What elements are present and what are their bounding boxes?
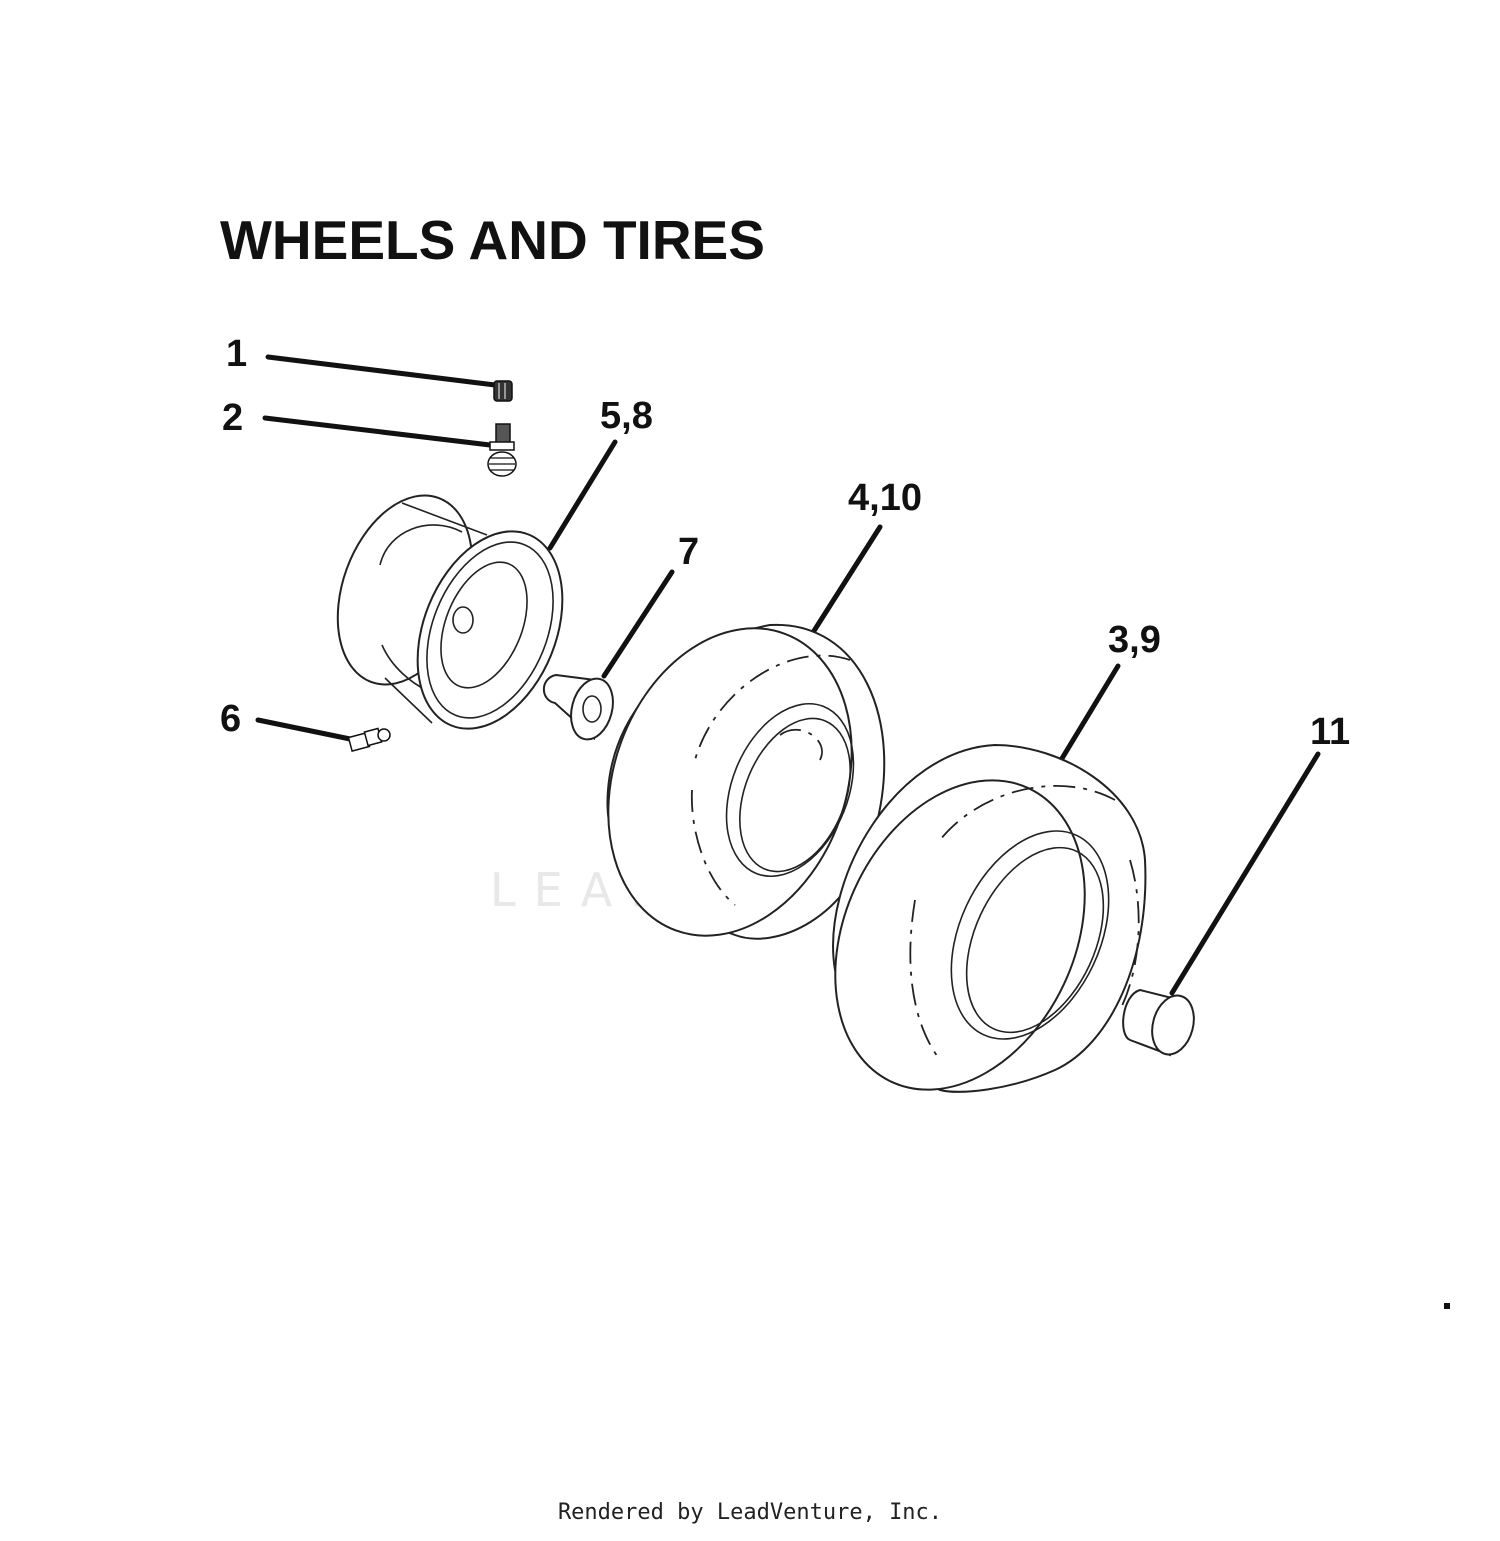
grease-fitting-part <box>347 727 391 753</box>
rear-tire-part <box>832 743 1147 1093</box>
callout-7: 7 <box>678 531 699 573</box>
valve-stem-part <box>487 423 517 477</box>
callout-1: 1 <box>226 333 247 375</box>
leader-lines <box>255 354 1321 996</box>
callout-11: 11 <box>1310 711 1350 753</box>
footer-credit: Rendered by LeadVenture, Inc. <box>557 1500 943 1525</box>
leader-line-11 <box>1169 751 1321 996</box>
front-tire-part <box>606 623 886 940</box>
leader-line-5-8 <box>547 439 618 551</box>
stray-dot <box>1444 1303 1450 1309</box>
page-title: WHEELS AND TIRES <box>220 209 765 271</box>
hub-cap-part <box>1122 988 1195 1057</box>
leader-line-1 <box>265 354 498 388</box>
callout-4-10: 4,10 <box>848 477 922 519</box>
callout-2: 2 <box>222 397 243 439</box>
valve-cap-part <box>493 380 513 402</box>
leader-line-6 <box>255 717 358 743</box>
leader-line-4-10 <box>809 524 883 637</box>
callout-6: 6 <box>220 698 241 740</box>
callout-labels: 1 2 5,8 4,10 7 3,9 11 6 <box>220 333 1350 753</box>
rim-part <box>336 494 564 730</box>
callout-5-8: 5,8 <box>600 395 653 437</box>
leader-line-3-9 <box>1052 663 1121 773</box>
leader-line-2 <box>262 415 493 448</box>
leader-line-7 <box>601 569 675 679</box>
callout-3-9: 3,9 <box>1108 619 1161 661</box>
bushing-part <box>542 673 614 741</box>
